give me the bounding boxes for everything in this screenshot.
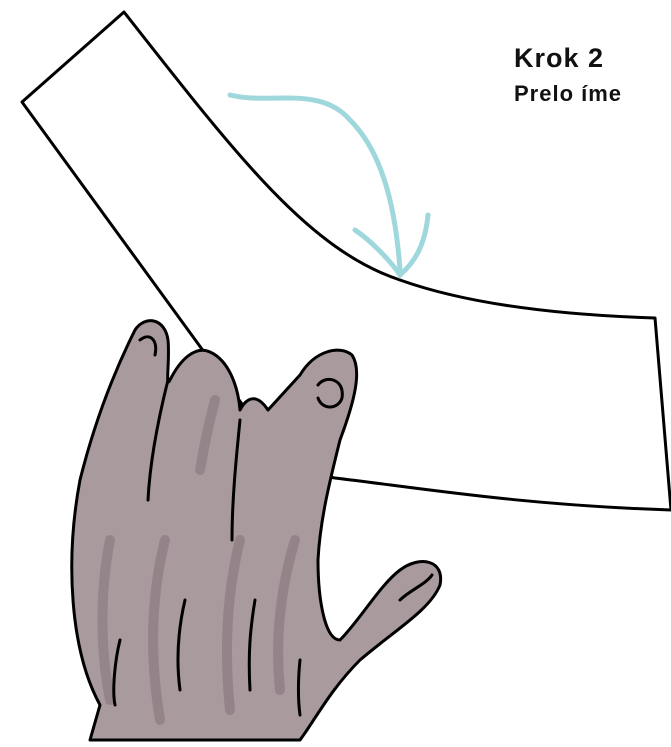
step-instruction: Prelo íme <box>514 80 622 108</box>
step-caption: Krok 2 Prelo íme <box>514 42 622 107</box>
step-title: Krok 2 <box>514 42 622 76</box>
